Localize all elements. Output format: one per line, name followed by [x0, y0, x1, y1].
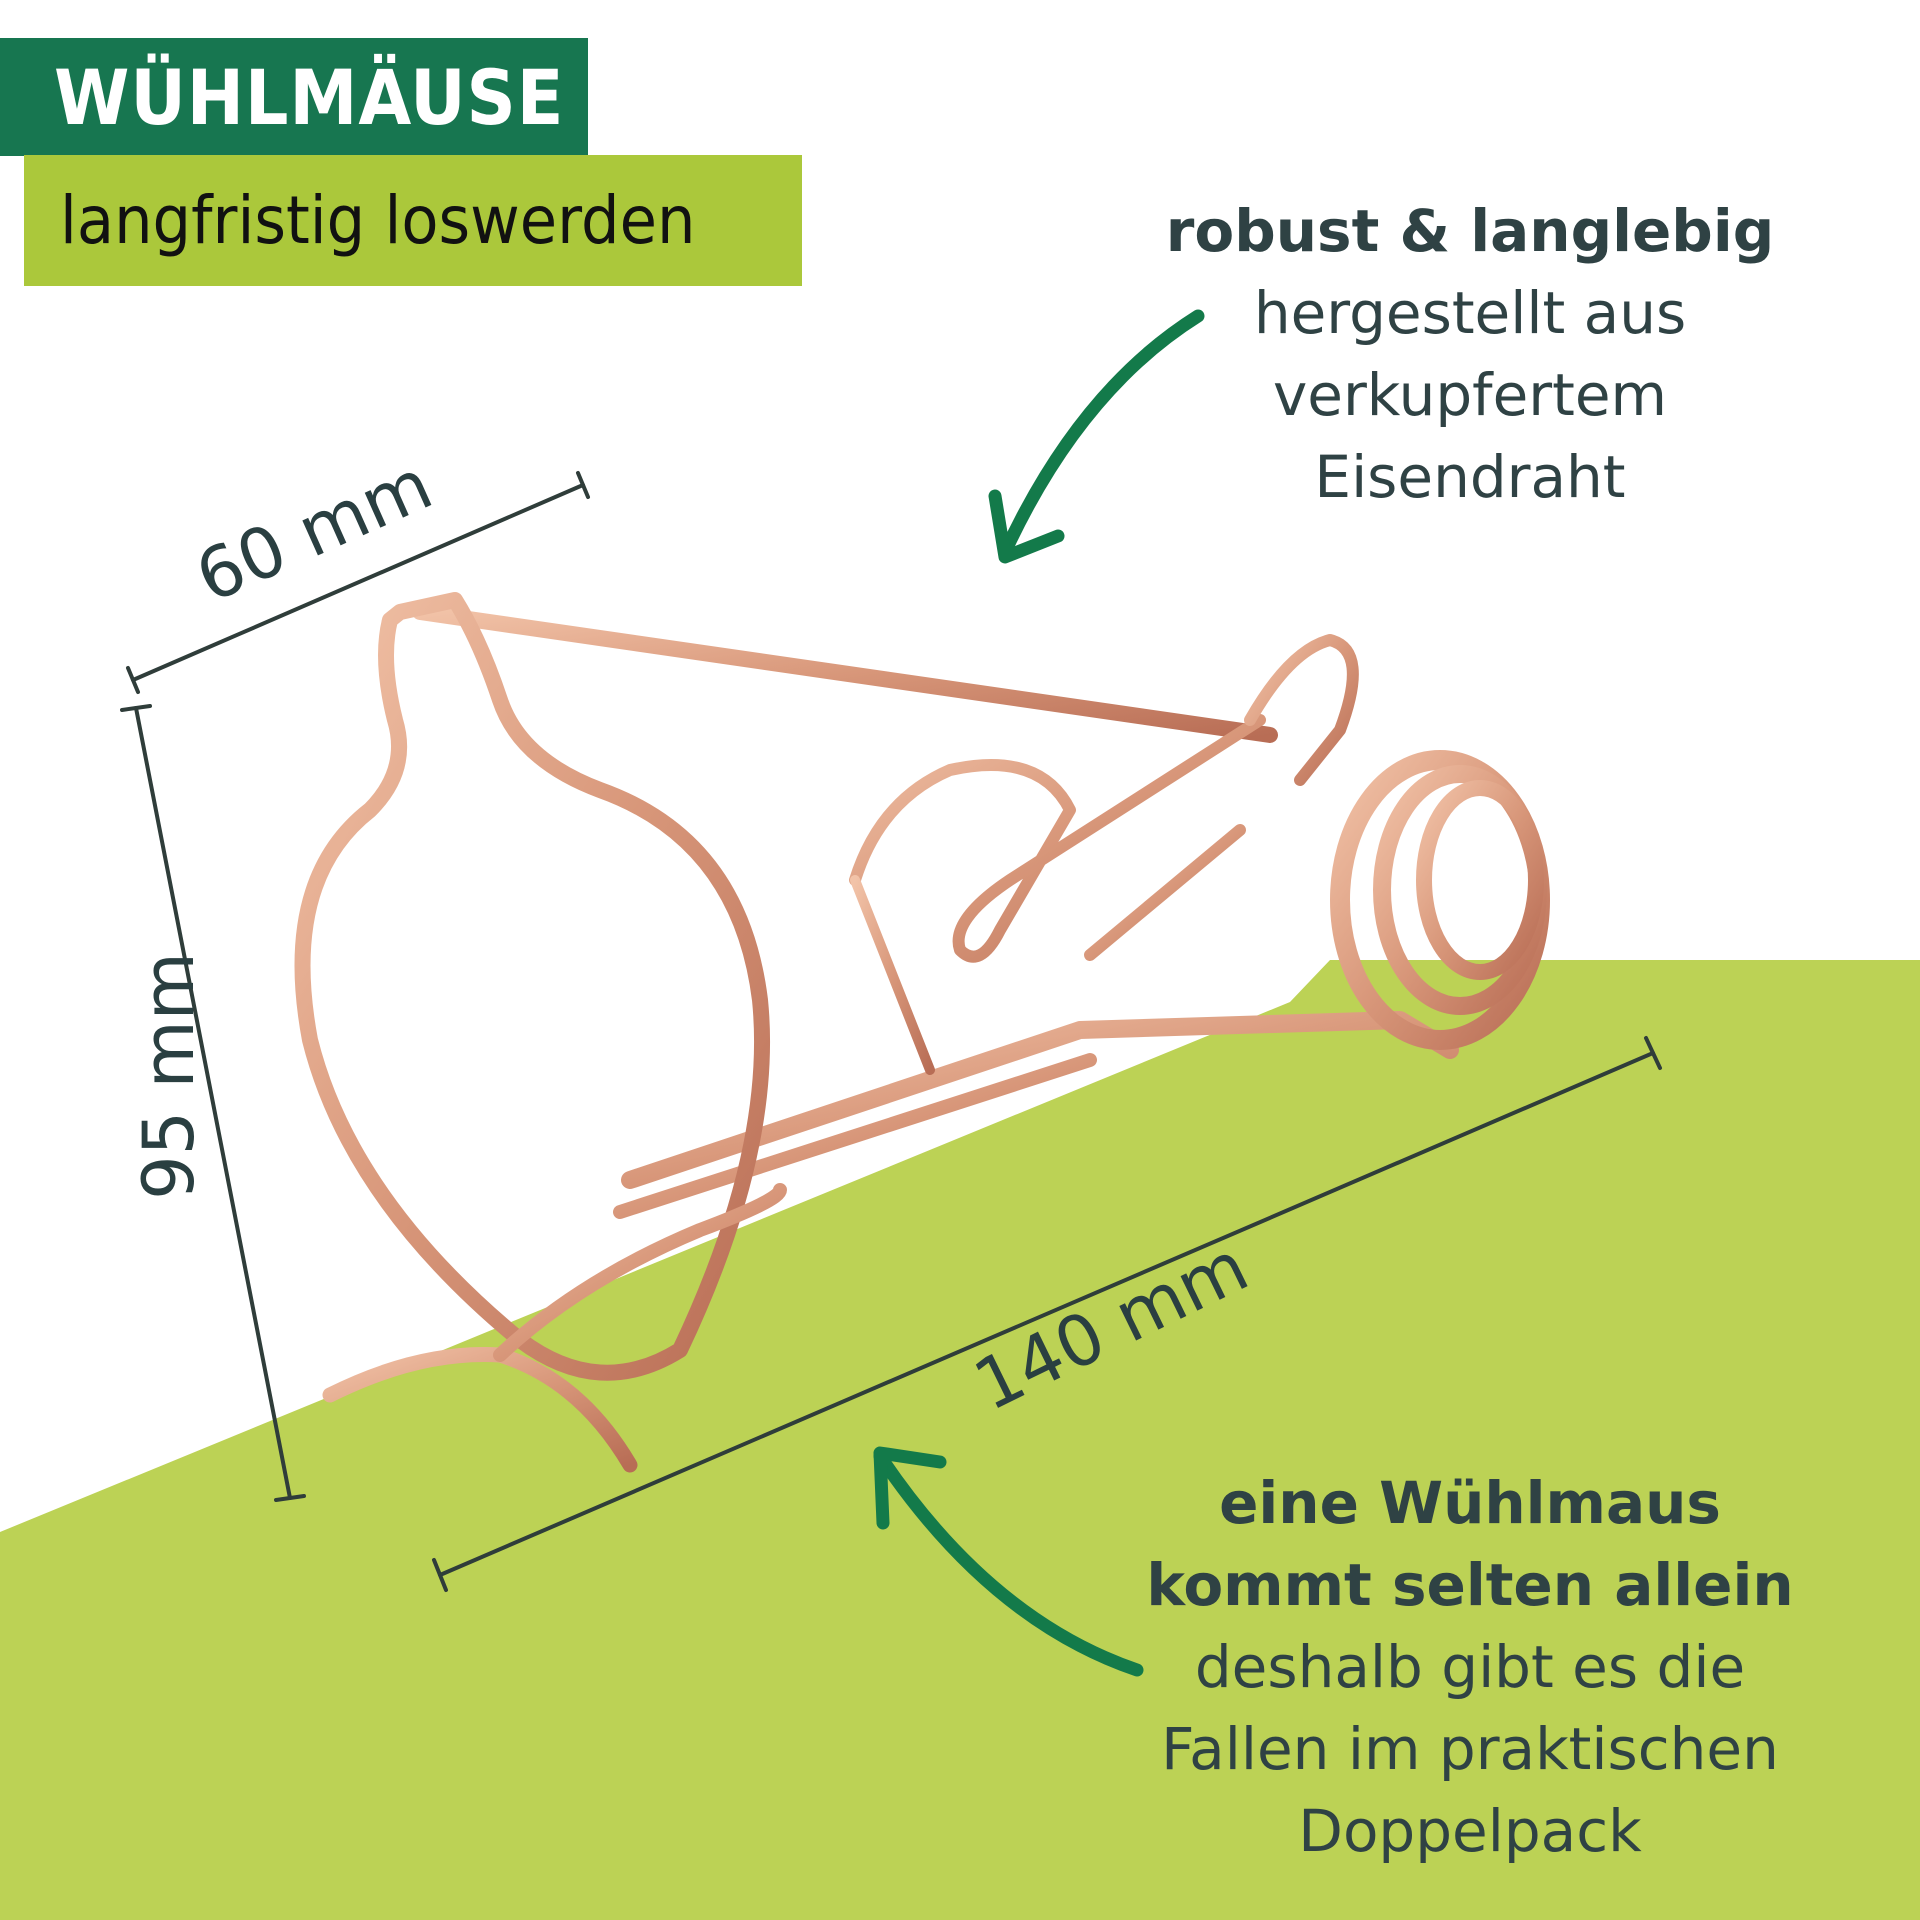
page-title: WÜHLMÄUSE — [54, 52, 565, 142]
pack-heading-line: eine Wühlmaus — [1219, 1469, 1721, 1537]
material-line: hergestellt aus — [1253, 279, 1687, 347]
length-dimension-line — [438, 1051, 1655, 1577]
pack-line: Doppelpack — [1298, 1797, 1642, 1865]
material-callout: robust & langlebig hergestellt aus verku… — [1120, 190, 1820, 518]
title-banner: WÜHLMÄUSE — [0, 38, 588, 156]
material-heading: robust & langlebig — [1165, 197, 1775, 265]
pack-line: deshalb gibt es die — [1194, 1633, 1746, 1701]
width-dimension-line — [131, 483, 585, 682]
double-pack-callout: eine Wühlmaus kommt selten allein deshal… — [1080, 1462, 1860, 1872]
page-subtitle: langfristig loswerden — [60, 182, 696, 259]
material-line: Eisendraht — [1314, 443, 1626, 511]
arrow-up-left-icon — [873, 1449, 1144, 1677]
material-line: verkupfertem — [1272, 361, 1668, 429]
arrow-down-left-icon — [998, 309, 1205, 559]
pack-line: Fallen im praktischen — [1161, 1715, 1779, 1783]
subtitle-banner: langfristig loswerden — [24, 155, 802, 286]
height-dimension-line — [134, 706, 292, 1500]
pack-heading-line: kommt selten allein — [1146, 1551, 1794, 1619]
